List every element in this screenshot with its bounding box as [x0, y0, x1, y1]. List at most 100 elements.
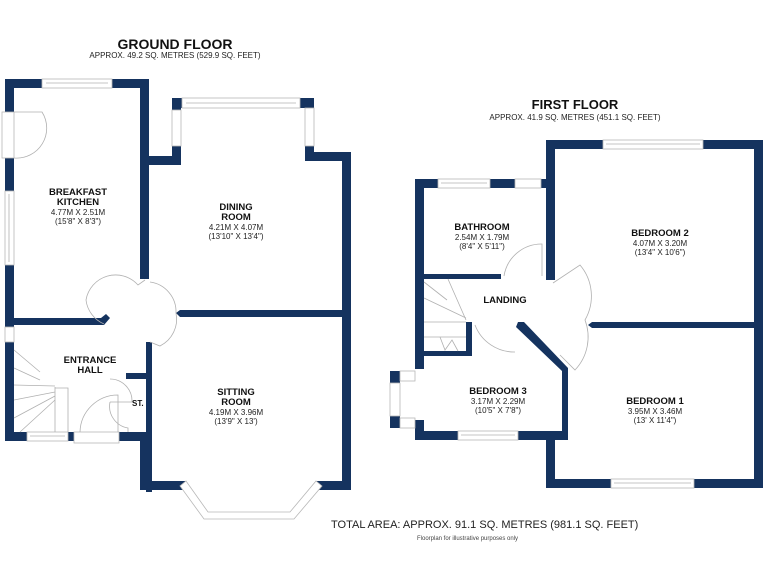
first-floor-area: APPROX. 41.9 SQ. METRES (451.1 SQ. FEET): [489, 113, 661, 122]
wall: [390, 371, 400, 383]
room-sitting-room: SITTING ROOM 4.19M X 3.96M (13'9" X 13'): [186, 387, 286, 427]
door-swing: [552, 264, 592, 371]
room-imperial: (13'4" X 10'6"): [634, 248, 686, 257]
window: [514, 178, 542, 189]
wall: [588, 322, 754, 328]
room-entrance-hall: ENTRANCE HALL: [40, 356, 140, 376]
room-name: ENTRANCE: [63, 355, 117, 366]
room-name: LANDING: [483, 295, 527, 306]
store-label: ST.: [132, 399, 144, 408]
door-swing: [503, 243, 543, 277]
room-imperial: (15'8" X 8'3"): [54, 217, 102, 226]
room-metric: 4.19M X 3.96M: [208, 408, 264, 417]
door-swing: [79, 394, 119, 433]
room-name: SITTING: [217, 387, 255, 398]
first-floor-fixtures: [423, 243, 592, 371]
wall: [172, 98, 182, 108]
wall: [145, 156, 181, 165]
wall: [176, 310, 342, 317]
wall: [316, 481, 351, 490]
room-metric: 4.21M X 4.07M: [208, 223, 264, 232]
wall: [424, 274, 501, 279]
room-bedroom-3: BEDROOM 3 3.17M X 2.29M (10'5" X 7'8"): [443, 387, 553, 416]
first-floor-walls: [390, 140, 763, 488]
door: [1, 111, 15, 159]
wall: [119, 432, 149, 441]
room-imperial: (10'5" X 7'8"): [474, 406, 522, 415]
window: [41, 78, 113, 89]
room-name: KITCHEN: [56, 197, 100, 208]
front-door: [73, 431, 120, 444]
wall: [112, 79, 149, 88]
wall: [140, 432, 149, 490]
room-bathroom: BATHROOM 2.54M X 1.79M (8'4" X 5'11"): [432, 222, 532, 252]
window: [4, 190, 15, 266]
room-breakfast-kitchen: BREAKFAST KITCHEN 4.77M X 2.51M (15'8" X…: [28, 187, 128, 227]
wall: [305, 152, 350, 161]
wall: [5, 79, 42, 88]
staircase: [13, 349, 69, 433]
ground-floor-fixtures: [1, 111, 177, 444]
wall: [146, 342, 152, 492]
wall: [5, 158, 14, 191]
room-name: ROOM: [221, 212, 251, 223]
ground-floor-area: APPROX. 49.2 SQ. METRES (529.9 SQ. FEET): [89, 51, 261, 60]
wall: [68, 432, 74, 441]
room-imperial: (13'10" X 13'4"): [208, 232, 264, 241]
window: [610, 478, 695, 489]
room-name: BREAKFAST: [48, 187, 108, 198]
room-landing: LANDING: [465, 296, 545, 306]
wall: [146, 481, 186, 490]
wall: [546, 140, 555, 280]
room-name: ROOM: [221, 397, 251, 408]
wall: [466, 322, 472, 356]
window: [457, 430, 519, 441]
room-name: DINING: [219, 202, 253, 213]
wall: [490, 179, 515, 188]
first-floor-windows: [389, 139, 704, 489]
room-bedroom-1: BEDROOM 1 3.95M X 3.46M (13' X 11'4"): [600, 396, 710, 426]
door-swing: [149, 281, 177, 347]
window: [4, 326, 15, 343]
wall: [5, 265, 14, 327]
wall: [140, 79, 149, 279]
disclaimer: Floorplan for illustrative purposes only: [417, 536, 519, 542]
wall: [126, 373, 148, 379]
wall: [415, 420, 424, 440]
door-swing: [474, 324, 516, 353]
room-name: HALL: [77, 365, 103, 376]
wall: [516, 322, 568, 440]
window: [304, 107, 315, 147]
wall: [754, 140, 763, 488]
window: [171, 109, 182, 147]
door-swing: [109, 378, 133, 432]
room-name: BEDROOM 2: [631, 228, 689, 239]
room-imperial: (8'4" X 5'11"): [459, 242, 505, 251]
window: [399, 370, 416, 382]
wall: [518, 431, 568, 440]
room-name: BEDROOM 1: [626, 396, 684, 407]
wall: [424, 351, 472, 356]
room-name: BATHROOM: [454, 222, 510, 233]
wall: [14, 314, 110, 325]
ground-floor-windows: [4, 78, 323, 520]
staircase: [423, 278, 467, 352]
room-metric: 3.17M X 2.29M: [470, 397, 526, 406]
room-imperial: (13' X 11'4"): [633, 416, 677, 425]
window: [26, 431, 69, 442]
wall: [172, 146, 181, 165]
wall: [694, 479, 763, 488]
window: [437, 178, 491, 189]
window: [399, 417, 416, 429]
door-swing: [13, 111, 48, 159]
total-area: TOTAL AREA: APPROX. 91.1 SQ. METRES (981…: [331, 519, 639, 531]
room-metric: 2.54M X 1.79M: [454, 233, 510, 242]
wall: [415, 179, 438, 188]
wall: [415, 179, 424, 369]
room-bedroom-2: BEDROOM 2 4.07M X 3.20M (13'4" X 10'6"): [605, 228, 715, 258]
wall: [5, 432, 27, 441]
wall: [342, 152, 351, 490]
wall: [5, 342, 14, 440]
window: [602, 139, 704, 150]
